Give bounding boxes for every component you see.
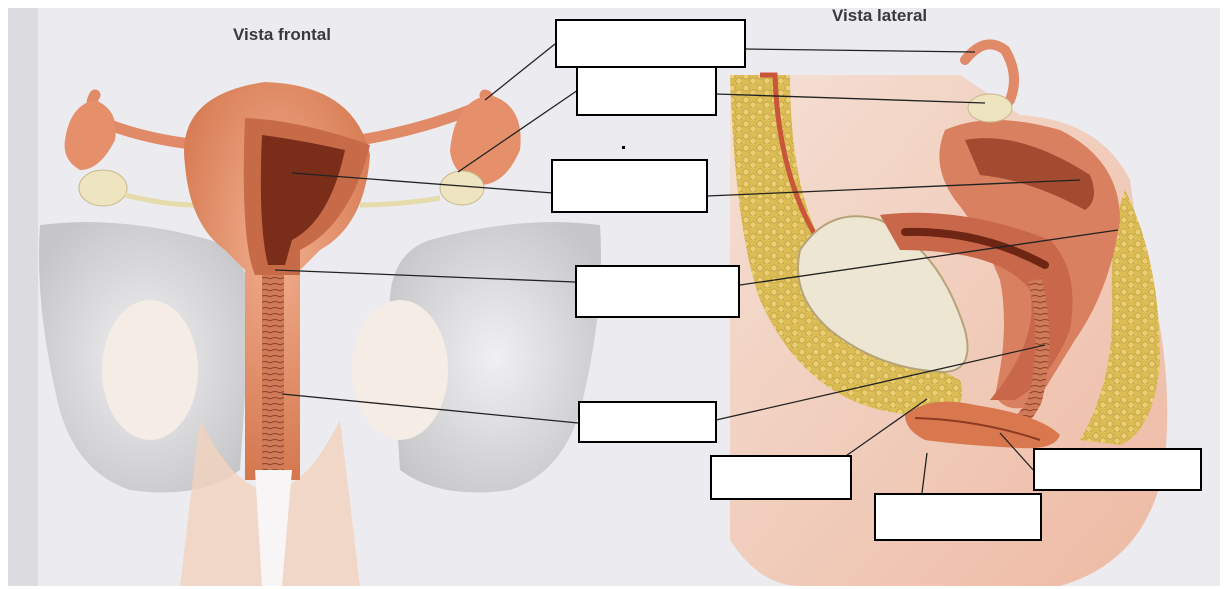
label-box-1[interactable] xyxy=(555,19,746,68)
label-box-3[interactable] xyxy=(551,159,708,213)
label-box-2[interactable] xyxy=(576,66,717,116)
left-ovary xyxy=(79,170,127,206)
stray-dot xyxy=(622,146,625,149)
lateral-view-title: Vista lateral xyxy=(832,6,927,26)
pelvis-left-foramen xyxy=(102,300,198,440)
label-box-6[interactable] xyxy=(710,455,852,500)
vaginal-canal xyxy=(262,275,284,490)
label-box-7[interactable] xyxy=(874,493,1042,541)
label-box-5[interactable] xyxy=(578,401,717,443)
label-box-8[interactable] xyxy=(1033,448,1202,491)
page-shadow xyxy=(8,8,38,586)
label-box-4[interactable] xyxy=(575,265,740,318)
lateral-ovary xyxy=(968,94,1012,122)
frontal-view-title: Vista frontal xyxy=(233,25,331,45)
pelvis-right-foramen xyxy=(352,300,448,440)
right-ovary xyxy=(440,171,484,205)
